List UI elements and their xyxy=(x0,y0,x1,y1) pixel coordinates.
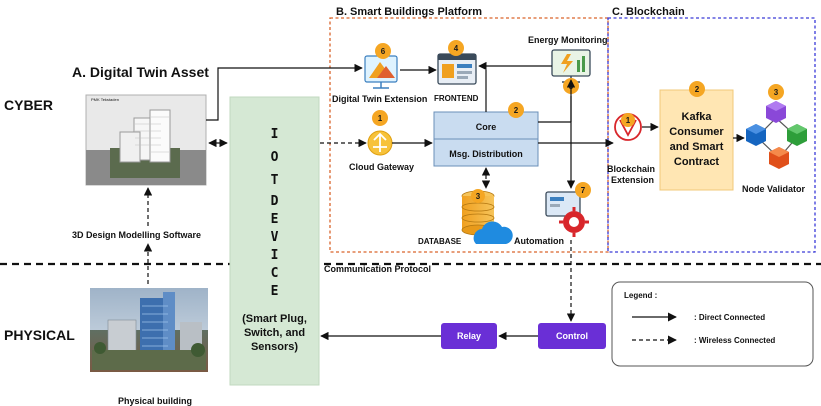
layer-cyber-label: CYBER xyxy=(4,97,53,113)
iot-device-subtitle: (Smart Plug, Switch, and Sensors) xyxy=(242,313,307,353)
section-platform-title: B. Smart Buildings Platform xyxy=(336,6,482,18)
section-blockchain-title: C. Blockchain xyxy=(612,6,685,18)
control-box xyxy=(538,323,606,349)
connector-lines xyxy=(206,61,745,341)
svg-text:1: 1 xyxy=(626,116,631,125)
kafka-label-4: Contract xyxy=(674,156,720,168)
physical-building-label: Physical building xyxy=(118,396,192,406)
control-label: Control xyxy=(556,331,588,341)
digital-twin-extension-icon xyxy=(364,55,398,89)
badge-kafka: 2 xyxy=(689,81,705,97)
cloud-storage-icon xyxy=(473,221,513,244)
svg-text:3: 3 xyxy=(476,192,481,201)
badge-frontend: 4 xyxy=(448,40,464,56)
automation-icon xyxy=(545,191,589,237)
svg-text:2: 2 xyxy=(695,85,700,94)
kafka-consumer-box xyxy=(659,89,734,191)
svg-text:I: I xyxy=(271,248,279,263)
iot-device-box xyxy=(229,96,320,386)
msg-distribution-label: Msg. Distribution xyxy=(449,149,523,159)
badge-automation: 7 xyxy=(575,182,591,198)
svg-text:V: V xyxy=(271,230,279,245)
svg-text:1: 1 xyxy=(378,114,383,123)
digital-twin-model-image: PMK Tekstaden xyxy=(85,94,207,186)
legend-title: Legend : xyxy=(624,291,657,300)
kafka-label-2: Consumer xyxy=(669,126,724,138)
blockchain-region xyxy=(607,17,816,253)
blockchain-extension-label-1: Blockchain xyxy=(607,164,655,174)
platform-region xyxy=(329,17,609,253)
node-validator-label: Node Validator xyxy=(742,184,806,194)
energy-monitoring-icon xyxy=(551,49,591,83)
wireless-connector-lines xyxy=(143,138,576,322)
svg-text:(Smart Plug,: (Smart Plug, xyxy=(242,313,307,325)
cloud-gateway-label: Cloud Gateway xyxy=(349,162,414,172)
svg-text:O: O xyxy=(271,150,279,165)
svg-text:E: E xyxy=(271,284,279,299)
svg-text:E: E xyxy=(271,212,279,227)
svg-text:4: 4 xyxy=(454,44,459,53)
svg-text:T: T xyxy=(271,173,279,188)
svg-text:I: I xyxy=(271,127,279,142)
digital-twin-extension-label: Digital Twin Extension xyxy=(332,94,427,104)
svg-text:PMK Tekstaden: PMK Tekstaden xyxy=(91,97,119,102)
database-label: DATABASE xyxy=(418,237,462,246)
node-validator-cubes-icon xyxy=(746,101,807,169)
badge-node-validator: 3 xyxy=(768,84,784,100)
cloud-gateway-icon xyxy=(367,130,393,156)
badge-cloud-gateway: 1 xyxy=(372,110,388,126)
svg-text:D: D xyxy=(271,194,279,209)
svg-text:6: 6 xyxy=(381,47,386,56)
badge-core: 2 xyxy=(508,102,524,118)
communication-protocol-label: Communication Protocol xyxy=(324,264,431,274)
svg-text:Sensors): Sensors) xyxy=(251,341,298,353)
frontend-label: FRONTEND xyxy=(434,94,479,103)
svg-text:2: 2 xyxy=(514,106,519,115)
relay-label: Relay xyxy=(457,331,481,341)
badge-digital-twin-extension: 6 xyxy=(375,43,391,59)
badge-database: 3 xyxy=(471,189,485,203)
iot-device-title: I O T D E V I C E xyxy=(271,127,279,299)
svg-text:7: 7 xyxy=(581,186,586,195)
layer-physical-label: PHYSICAL xyxy=(4,327,75,343)
core-label: Core xyxy=(476,122,497,132)
legend-direct-label: : Direct Connected xyxy=(694,313,765,322)
badge-blockchain-extension: 1 xyxy=(621,113,635,127)
core-box xyxy=(433,111,539,167)
frontend-icon xyxy=(437,53,477,85)
legend-box xyxy=(611,281,814,367)
automation-label: Automation xyxy=(514,236,564,246)
section-digital-twin-title: A. Digital Twin Asset xyxy=(72,64,209,80)
kafka-label-3: and Smart xyxy=(670,141,724,153)
svg-text:Switch, and: Switch, and xyxy=(244,327,305,339)
relay-box xyxy=(441,323,497,349)
physical-building-photo xyxy=(90,288,208,372)
svg-text:C: C xyxy=(271,266,279,281)
design-software-label: 3D Design Modelling Software xyxy=(72,230,201,240)
kafka-label-1: Kafka xyxy=(682,111,713,123)
blockchain-extension-label-2: Extension xyxy=(611,175,654,185)
energy-monitoring-label: Energy Monitoring xyxy=(528,35,608,45)
legend-wireless-label: : Wireless Connected xyxy=(694,336,775,345)
svg-text:3: 3 xyxy=(774,88,779,97)
